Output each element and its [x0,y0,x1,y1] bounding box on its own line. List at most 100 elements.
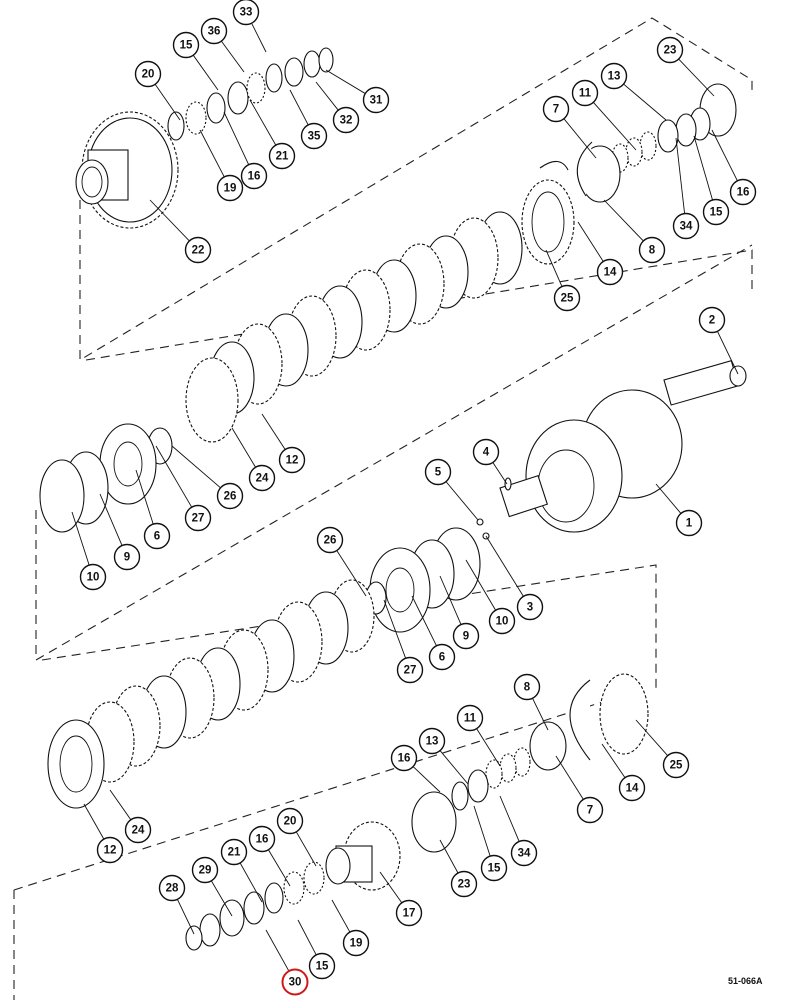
drum-assembly-part-1 [476,360,747,540]
callout-number: 17 [403,908,416,920]
leader-line-c-13-bot [439,750,469,785]
gear-22-part [75,111,179,229]
leader-line-c-36-top [221,40,245,73]
callout-circle [278,446,306,474]
leader-line-c-34-top [675,137,686,214]
leader-line-c-25-top [545,249,563,287]
callout-number: 12 [286,455,299,467]
callout-c-25-top: 25 [553,284,581,312]
callout-circle [134,60,162,88]
callout-c-5: 5 [424,458,452,486]
callout-c-16-bot: 16 [390,744,418,772]
callout-labels: 3336152031323521161922231311716153481425… [79,0,757,996]
leader-line-c-34-bot [499,795,520,842]
leader-line-c-21-bot [239,862,263,903]
callout-number: 11 [464,713,477,725]
callout-c-11-bot: 11 [456,704,484,732]
callout-number: 8 [649,245,656,257]
callout-c-23-bot: 23 [450,870,478,898]
callout-circle [472,438,500,466]
callout-number: 31 [370,95,383,107]
leader-line-c-8-bot [532,698,549,731]
callout-circle [513,673,541,701]
callout-number: 5 [435,467,442,479]
lower-right-spring-group [411,673,649,853]
callout-c-7-bot: 7 [576,796,604,824]
leader-line-c-35-top [289,89,309,126]
callout-c-30: 30 [281,968,309,996]
callout-circle [200,17,228,45]
callout-circle [276,807,304,835]
callout-number: 33 [240,7,253,19]
callout-c-34-bot: 34 [510,839,538,867]
callout-circle [362,86,390,114]
callout-circle [702,198,730,226]
callout-circle [428,643,456,671]
callout-circle [395,899,423,927]
callout-circle [216,482,244,510]
callout-circle [79,563,107,591]
callout-c-21-bot: 21 [220,838,248,866]
callout-number: 10 [496,616,509,628]
callout-number: 25 [561,293,574,305]
callout-circle [232,0,260,26]
callout-circle [184,236,212,264]
bottom-gear-17-group [185,821,401,951]
leader-line-c-14-top [577,221,604,262]
callout-circle [332,106,360,134]
upper-clutch-pack [185,211,523,443]
leader-line-c-17 [379,871,403,904]
callout-c-14-bot: 14 [618,774,646,802]
callout-c-9-left: 9 [113,543,141,571]
leader-line-c-11-top [592,102,637,151]
callout-circle [220,838,248,866]
callout-c-19-top: 19 [216,174,244,202]
callout-c-36-top: 36 [200,17,228,45]
callout-c-25-bot: 25 [662,751,690,779]
callout-number: 28 [166,883,179,895]
callout-circle [424,458,452,486]
callout-circle [450,870,478,898]
callout-number: 19 [224,183,237,195]
leader-line-c-24-mid [231,427,256,468]
callout-number: 32 [340,115,353,127]
callout-circle [308,952,336,980]
callout-circle [143,522,171,550]
callout-c-34-top: 34 [672,212,700,240]
callout-c-26-left: 26 [216,482,244,510]
callout-number: 15 [488,863,501,875]
callout-number: 27 [192,513,205,525]
callout-number: 35 [308,131,321,143]
leader-line-c-11-bot [476,728,501,767]
leader-line-c-30 [265,929,290,972]
callout-number: 13 [426,736,439,748]
callout-c-32-top: 32 [332,106,360,134]
callout-number: 1 [686,518,693,530]
callout-c-16-tr: 16 [729,178,757,206]
callout-number: 14 [626,783,639,795]
callout-c-15-top: 15 [172,31,200,59]
callout-c-27-mid: 27 [396,656,424,684]
callout-c-3: 3 [516,593,544,621]
callout-c-8-bot: 8 [513,673,541,701]
callout-number: 15 [180,40,193,52]
callout-c-10-mid: 10 [488,607,516,635]
callout-c-35-top: 35 [300,122,328,150]
callout-number: 20 [142,69,155,81]
callout-number: 3 [527,602,533,614]
leader-line-c-24-bot [109,789,132,821]
leader-line-c-4 [492,462,508,485]
leader-line-c-27-mid [383,599,407,659]
leader-line-c-25-bot [635,719,669,756]
callout-circle [96,836,124,864]
leader-line-c-15-top [192,54,219,91]
leader-line-c-1 [655,483,682,514]
callout-number: 24 [132,825,145,837]
callout-circle [456,704,484,732]
leader-line-c-26-mid [336,550,367,597]
callout-number: 15 [316,961,329,973]
callout-number: 34 [680,221,693,233]
callout-c-10-left: 10 [79,563,107,591]
callout-number: 16 [737,187,750,199]
